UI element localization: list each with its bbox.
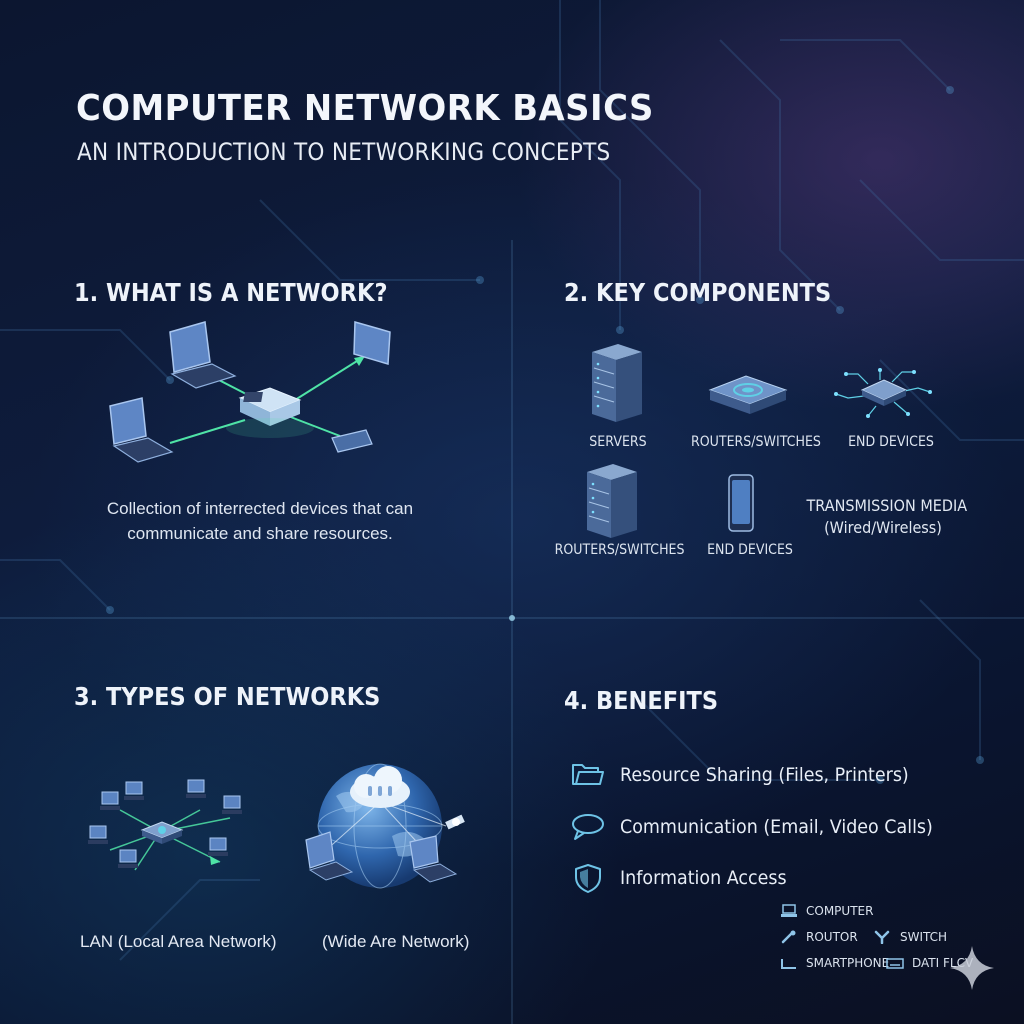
laptop-icon	[353, 321, 391, 365]
server-rack-icon	[592, 344, 642, 422]
chat-bubble-icon	[572, 814, 604, 840]
switch-icon	[140, 821, 184, 844]
component-label-end-devices-2: END DEVICES	[707, 542, 793, 558]
legend-label-router: ROUTOR	[806, 930, 858, 944]
router-hub-icon	[226, 387, 314, 438]
lan-label: LAN (Local Area Network)	[80, 932, 277, 951]
laptop-icon	[409, 835, 458, 883]
icon-legend: COMPUTER ROUTOR SWITCH SMARTPHONE DATI F…	[780, 904, 1010, 984]
legend-item-router: ROUTOR	[780, 930, 858, 944]
benefit-label-communication: Communication (Email, Video Calls)	[620, 816, 933, 838]
legend-item-smartphone: SMARTPHONE	[780, 956, 889, 970]
benefit-label-information-access: Information Access	[620, 867, 787, 889]
lan-illustration	[88, 779, 242, 871]
data-flow-icon	[886, 958, 904, 969]
component-label-end-devices: END DEVICES	[848, 434, 934, 450]
component-label-routers-switches: ROUTERS/SWITCHES	[691, 434, 821, 450]
benefit-item-resource-sharing: Resource Sharing (Files, Printers)	[570, 760, 934, 790]
transmission-media-line1: TRANSMISSION MEDIA	[806, 496, 968, 515]
laptop-icon	[305, 831, 354, 881]
network-description: Collection of interrected devices that c…	[60, 496, 460, 546]
router-icon	[708, 375, 788, 414]
computer-icon	[781, 904, 797, 917]
computer-icon	[89, 825, 107, 839]
page-title: COMPUTER NETWORK BASICS	[76, 88, 654, 129]
shield-icon	[575, 864, 601, 893]
legend-label-computer: COMPUTER	[806, 904, 874, 918]
benefit-item-communication: Communication (Email, Video Calls)	[570, 812, 960, 842]
smartphone-icon	[728, 474, 754, 532]
transmission-media-label: TRANSMISSION MEDIA (Wired/Wireless)	[806, 495, 968, 539]
transmission-media-line2: (Wired/Wireless)	[824, 518, 942, 537]
section-title-benefits: 4. BENEFITS	[564, 686, 719, 715]
component-label-routers-switches-2: ROUTERS/SWITCHES	[554, 542, 685, 558]
router-icon	[781, 930, 796, 944]
laptop-icon	[109, 397, 174, 463]
benefit-item-information-access: Information Access	[570, 863, 801, 893]
wan-globe-illustration	[305, 763, 465, 889]
computer-icon	[187, 779, 205, 793]
legend-label-switch: SWITCH	[900, 930, 948, 944]
sparkle-icon	[950, 946, 994, 990]
wan-label: (Wide Are Network)	[322, 932, 470, 951]
section-title-types-of-networks: 3. TYPES OF NETWORKS	[74, 682, 381, 711]
legend-item-computer: COMPUTER	[780, 904, 873, 918]
switch-icon	[874, 930, 890, 944]
satellite-icon	[445, 814, 465, 830]
cloud-icon	[350, 766, 410, 808]
legend-item-switch: SWITCH	[874, 930, 947, 944]
computer-icon	[119, 849, 137, 863]
computer-icon	[223, 795, 241, 809]
network-diagram-illustration	[109, 321, 391, 463]
section-title-what-is-network: 1. WHAT IS A NETWORK?	[74, 278, 388, 307]
computer-icon	[101, 791, 119, 805]
benefit-label-resource-sharing: Resource Sharing (Files, Printers)	[620, 764, 909, 786]
laptop-icon	[169, 321, 237, 389]
section-title-key-components: 2. KEY COMPONENTS	[564, 278, 832, 307]
chip-icon	[834, 368, 932, 418]
computer-icon	[209, 837, 227, 851]
server-rack-icon	[587, 464, 637, 538]
network-description-line2: communicate and share resources.	[127, 524, 393, 543]
computer-icon	[125, 781, 143, 795]
page-subtitle: AN INTRODUCTION TO NETWORKING CONCEPTS	[77, 138, 611, 166]
smartphone-icon	[781, 959, 796, 969]
smartphone-icon	[331, 429, 373, 453]
component-label-servers: SERVERS	[589, 434, 647, 450]
legend-label-smartphone: SMARTPHONE	[806, 956, 890, 970]
folder-icon	[572, 764, 604, 785]
network-description-line1: Collection of interrected devices that c…	[106, 499, 414, 518]
